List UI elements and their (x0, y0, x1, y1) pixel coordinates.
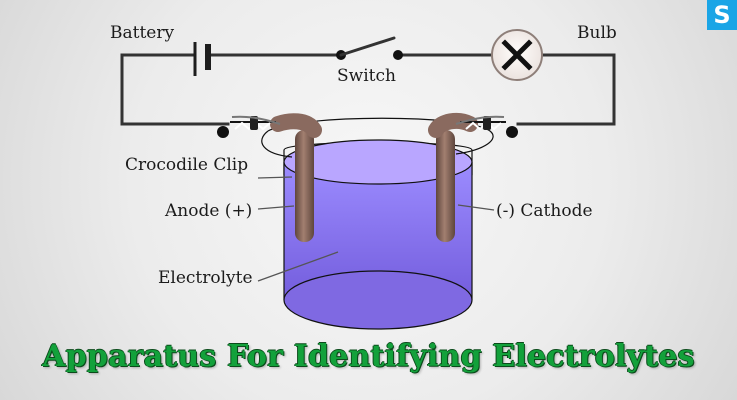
anode-label: Anode (+) (165, 201, 253, 221)
crocodile-clip-label: Crocodile Clip (125, 155, 249, 175)
leader-lines (257, 176, 495, 282)
cathode-label: (-) Cathode (496, 201, 593, 221)
battery-label: Battery (110, 23, 175, 43)
switch-symbol (336, 36, 403, 60)
electrolyte-label: Electrolyte (158, 268, 253, 288)
brand-logo: S (707, 0, 737, 30)
diagram-title: Apparatus For Identifying Electrolytes (42, 339, 695, 374)
left-crocodile-clip (211, 115, 287, 138)
beaker (261, 117, 494, 330)
circuit-wire (120, 53, 616, 126)
switch-label: Switch (337, 66, 396, 86)
battery-symbol (193, 42, 211, 76)
bulb-label: Bulb (577, 23, 617, 43)
bulb-symbol (491, 29, 543, 81)
right-crocodile-clip (449, 115, 525, 138)
